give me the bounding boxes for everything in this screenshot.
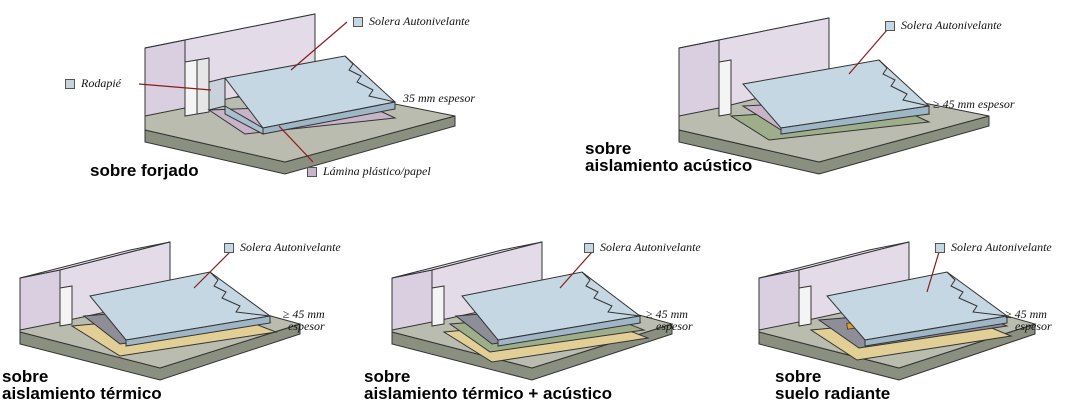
caption-line: aislamiento térmico + acústico	[364, 384, 613, 403]
caption-line: aislamiento térmico	[2, 384, 162, 403]
panel-sobre-aislamiento-termico-acustico: Solera Autonivelante ≥ 45 mm espesor sob…	[362, 228, 732, 403]
thickness-label: ≥ 45 mm espesor	[646, 308, 693, 332]
legend-lamina: Lámina plástico/papel	[307, 164, 431, 179]
panel-sobre-forjado: Solera Autonivelante Rodapié Lámina plás…	[35, 10, 475, 190]
panel-sobre-aislamiento-acustico: Solera Autonivelante ≥ 45 mm espesor sob…	[585, 10, 1055, 190]
panel-caption: sobre forjado	[90, 162, 199, 179]
floor-section-illustration	[138, 13, 456, 175]
panel-sobre-suelo-radiante: Solera Autonivelante ≥ 45 mm espesor sob…	[735, 228, 1072, 403]
legend-solera-label: Solera Autonivelante	[951, 240, 1052, 254]
thickness-line: ≥ 45 mm espesor	[933, 97, 1015, 111]
lamina-swatch	[307, 166, 317, 177]
solera-swatch	[885, 20, 895, 31]
thickness-label: ≥ 45 mm espesor	[278, 308, 325, 332]
panel-caption: sobre suelo radiante	[775, 368, 890, 402]
panel-caption: sobre aislamiento térmico	[2, 368, 162, 402]
legend-solera-label: Solera Autonivelante	[240, 240, 341, 254]
thickness-label: 35 mm espesor	[403, 92, 475, 104]
solera-swatch	[224, 242, 234, 253]
floor-section-illustration	[391, 241, 674, 381]
caption-line: suelo radiante	[775, 384, 891, 403]
thickness-line: espesor	[656, 319, 693, 333]
caption-line: sobre	[364, 367, 411, 386]
thickness-line: espesor	[1015, 319, 1052, 333]
legend-rodapie: Rodapié	[65, 76, 121, 91]
legend-solera: Solera Autonivelante	[224, 240, 341, 255]
floor-section-illustration	[19, 241, 302, 381]
caption-line: sobre	[585, 139, 632, 158]
thickness-line: 35 mm espesor	[403, 91, 475, 105]
legend-solera: Solera Autonivelante	[584, 240, 701, 255]
solera-swatch	[584, 242, 594, 253]
legend-solera: Solera Autonivelante	[353, 14, 470, 29]
thickness-label: ≥ 45 mm espesor	[933, 98, 1015, 110]
thickness-line: ≥ 45 mm	[1005, 307, 1047, 321]
solera-swatch	[353, 16, 363, 27]
caption-line: sobre forjado	[90, 161, 199, 180]
legend-solera-label: Solera Autonivelante	[600, 240, 701, 254]
legend-solera-label: Solera Autonivelante	[901, 18, 1002, 32]
legend-lamina-label: Lámina plástico/papel	[323, 164, 431, 178]
rodapie-swatch	[65, 78, 75, 89]
thickness-line: ≥ 45 mm	[646, 307, 688, 321]
panel-caption: sobre aislamiento acústico	[585, 140, 752, 174]
thickness-line: ≥ 45 mm	[282, 307, 325, 321]
thickness-line: espesor	[288, 319, 325, 333]
panel-caption: sobre aislamiento térmico + acústico	[364, 368, 612, 402]
caption-line: sobre	[2, 367, 49, 386]
legend-rodapie-label: Rodapié	[81, 76, 121, 90]
panel-sobre-aislamiento-termico: Solera Autonivelante ≥ 45 mm espesor sob…	[0, 228, 360, 403]
floor-section-illustration	[758, 241, 1037, 381]
solera-swatch	[935, 242, 945, 253]
legend-solera: Solera Autonivelante	[935, 240, 1052, 255]
caption-line: sobre	[775, 367, 822, 386]
caption-line: aislamiento acústico	[585, 156, 753, 175]
legend-solera: Solera Autonivelante	[885, 18, 1002, 33]
thickness-label: ≥ 45 mm espesor	[1005, 308, 1052, 332]
floor-section-illustration	[678, 17, 990, 175]
legend-solera-label: Solera Autonivelante	[369, 14, 470, 28]
